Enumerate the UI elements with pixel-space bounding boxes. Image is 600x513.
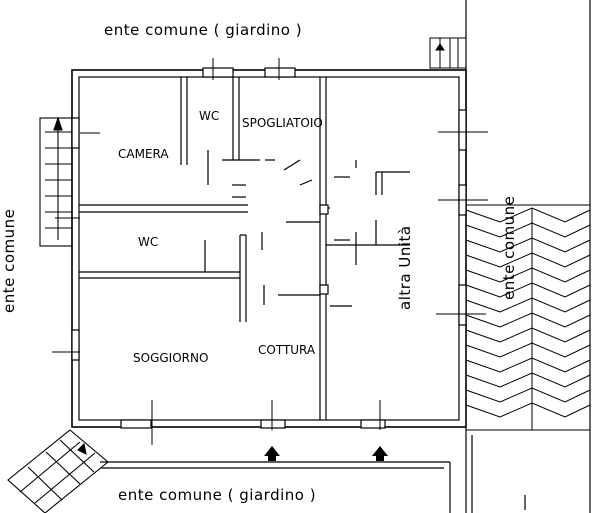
room-wc-lower: WC: [138, 235, 158, 249]
entrance-arrows: [264, 446, 388, 461]
room-spogliatoio: SPOGLIATOIO: [242, 116, 323, 130]
top-right-stair: [429, 37, 467, 69]
room-cottura: COTTURA: [258, 343, 316, 357]
label-top-common: ente comune ( giardino ): [104, 21, 302, 39]
label-left-common: ente comune: [0, 209, 18, 313]
left-staircase: [39, 116, 73, 247]
entrance-arrow-left: [264, 446, 280, 456]
room-camera: CAMERA: [118, 147, 169, 161]
entrance-arrow-right: [372, 446, 388, 456]
room-wc-upper: WC: [199, 109, 219, 123]
dimension-ticks: [52, 58, 488, 445]
label-bottom-common: ente comune ( giardino ): [118, 486, 316, 504]
bottom-left-staircase: [7, 429, 109, 513]
roof-hatch: [465, 204, 591, 431]
label-right-common: ente comune: [500, 196, 518, 300]
room-soggiorno: SOGGIORNO: [133, 351, 208, 365]
label-other-unit: altra Unità: [396, 225, 414, 310]
interior-walls: [79, 77, 410, 420]
windows: [71, 67, 467, 429]
